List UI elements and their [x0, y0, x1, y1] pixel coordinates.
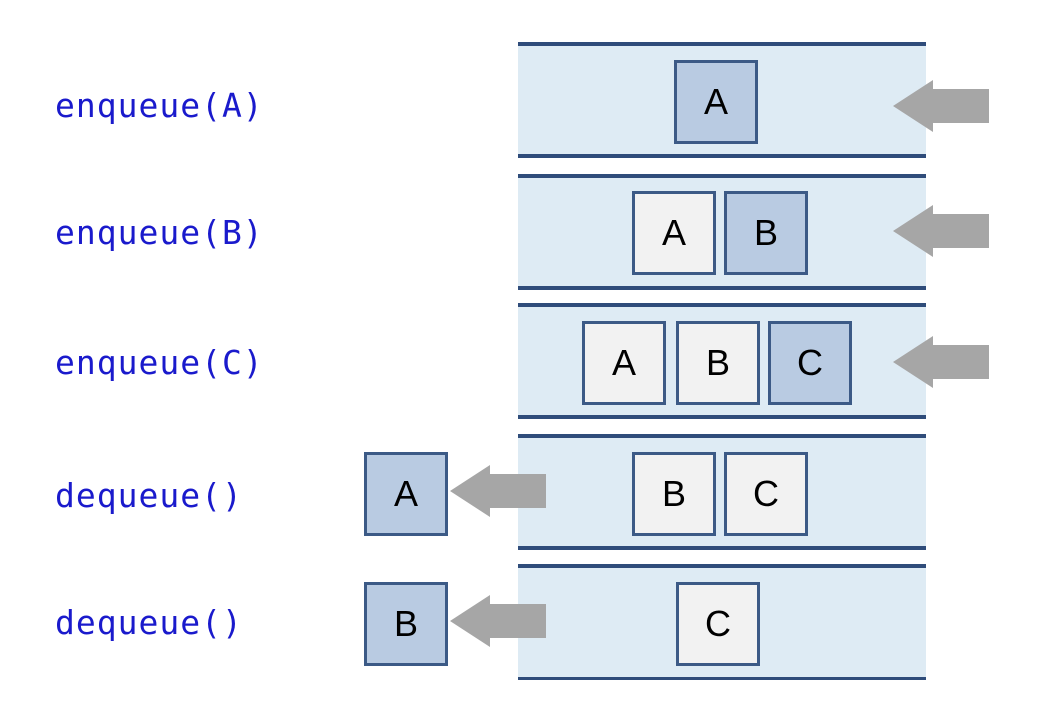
operation-label-dequeue-1: dequeue() [55, 476, 243, 515]
arrow-left-icon [450, 465, 546, 517]
queue-row-5: C [518, 564, 926, 680]
operation-label-enqueue-b: enqueue(B) [55, 213, 264, 252]
queue-item: A [632, 191, 716, 275]
queue-row-2: A B [518, 174, 926, 290]
queue-item: B [676, 321, 760, 405]
queue-item-new: B [724, 191, 808, 275]
queue-row-3: A B C [518, 303, 926, 419]
arrow-left-icon [893, 336, 989, 388]
queue-item: C [676, 582, 760, 666]
queue-item: B [632, 452, 716, 536]
queue-item-new: A [674, 60, 758, 144]
arrow-left-icon [893, 205, 989, 257]
queue-row-4: B C [518, 434, 926, 550]
queue-item: C [724, 452, 808, 536]
dequeued-item: A [364, 452, 448, 536]
operation-label-enqueue-c: enqueue(C) [55, 343, 264, 382]
arrow-left-icon [893, 80, 989, 132]
operation-label-enqueue-a: enqueue(A) [55, 86, 264, 125]
arrow-left-icon [450, 595, 546, 647]
queue-row-1: A [518, 42, 926, 158]
operation-label-dequeue-2: dequeue() [55, 603, 243, 642]
queue-item-new: C [768, 321, 852, 405]
queue-item: A [582, 321, 666, 405]
dequeued-item: B [364, 582, 448, 666]
